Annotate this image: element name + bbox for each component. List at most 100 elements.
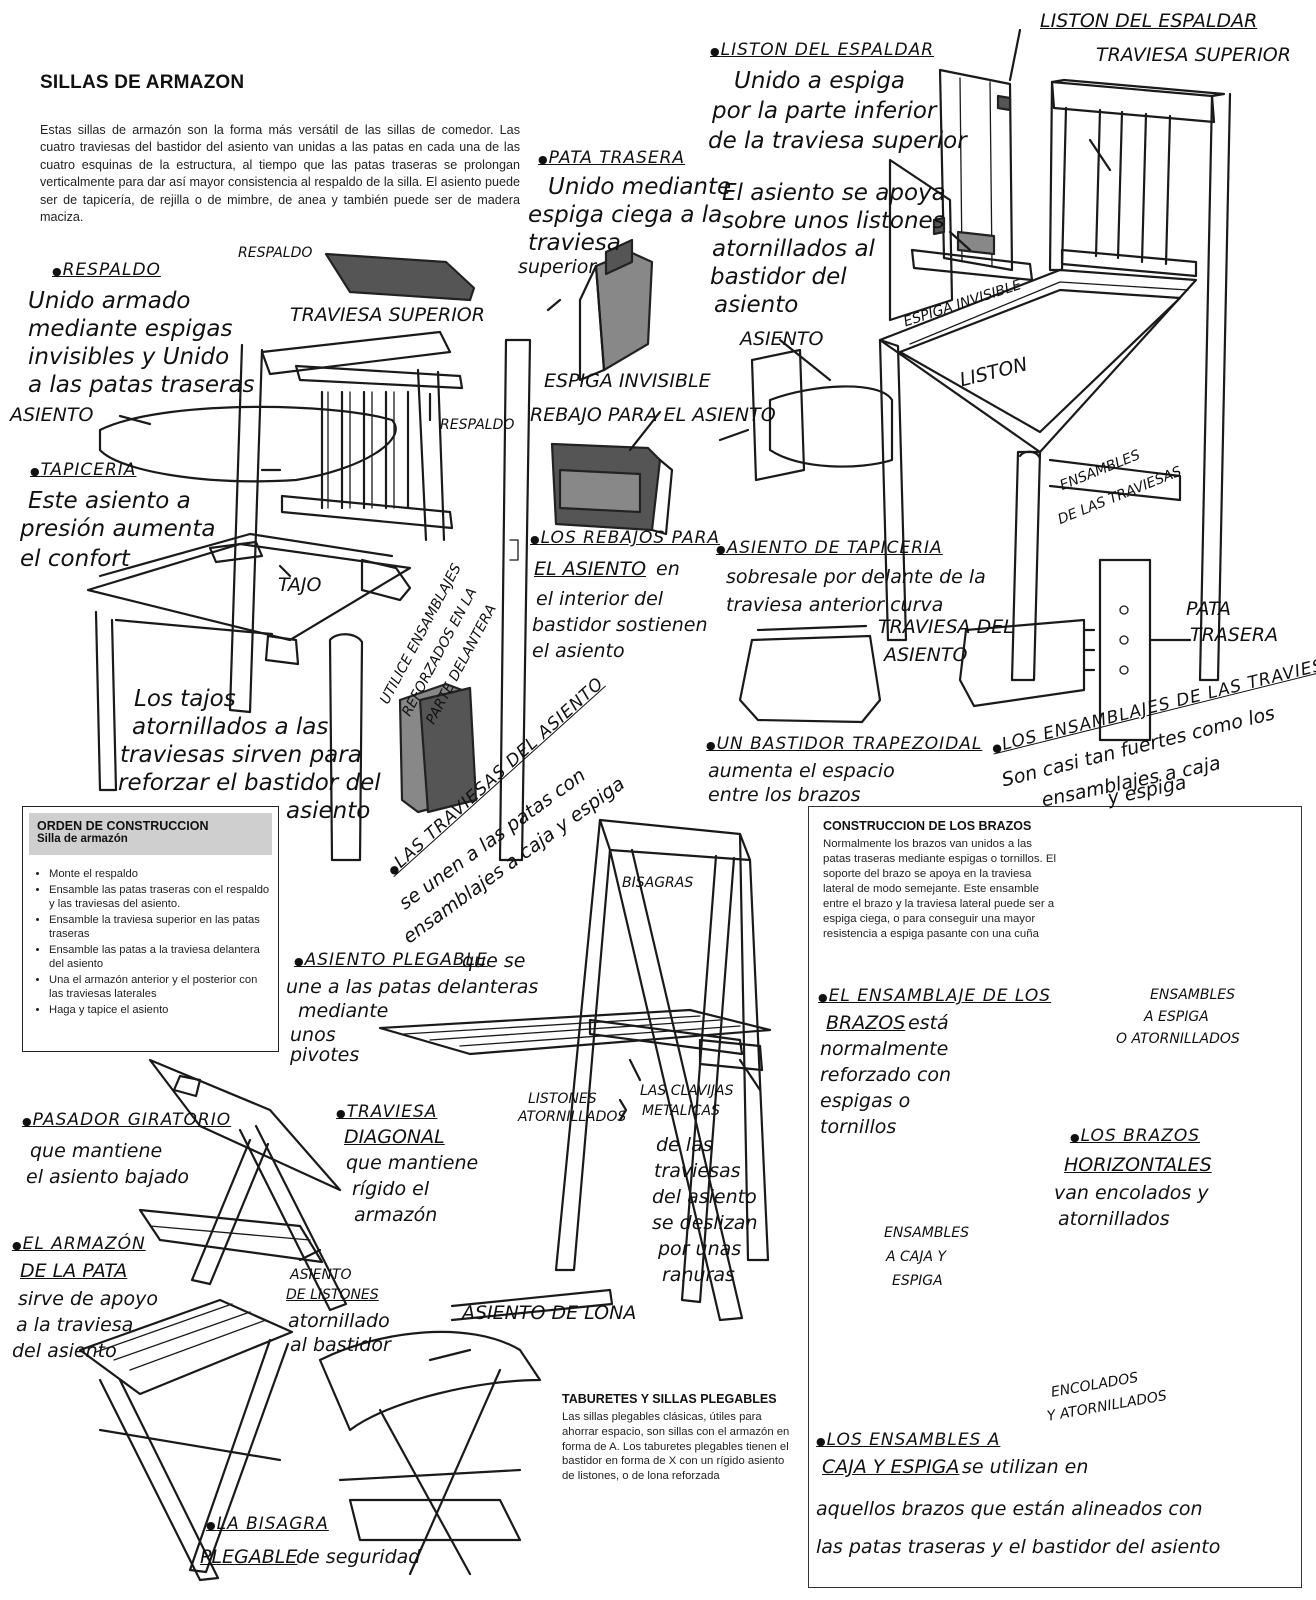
label-ensambles-caja-line1: ENSAMBLES [884,1225,969,1241]
label-listones-line2: al bastidor [290,1334,391,1356]
label-bisagra-heading: LA BISAGRA [206,1515,329,1533]
label-traviesa-superior: TRAVIESA SUPERIOR [290,304,485,326]
label-asiento-plegable-heading: ASIENTO PLEGABLE [294,951,488,969]
label-pata-trasera2-line1: PATA [1186,598,1231,620]
label-diagonal-line2: rígido el [352,1178,430,1200]
label-tapiceria-line2: presión aumenta [20,516,216,542]
label-pasador-line2: el asiento bajado [26,1166,189,1188]
label-bisagra-line2: de seguridad [296,1546,421,1568]
label-rebajos-en: en [656,558,680,580]
label-armazon-line3: del asiento [12,1340,117,1362]
intro-paragraph: Estas sillas de armazón son la forma más… [40,123,520,225]
label-tajo: TAJO [278,574,322,596]
label-rebajos-heading2: EL ASIENTO [534,558,647,580]
label-asiento2: ASIENTO [740,328,824,350]
label-asiento-plegable-line2: une a las patas delanteras [286,976,539,998]
label-ensambles-espiga-line1: ENSAMBLES [1150,987,1235,1003]
label-bisagras: BISAGRAS [622,875,694,891]
label-asiento-plegable-line5: pivotes [290,1044,360,1066]
label-liston-espaldar-line3: de la traviesa superior [708,128,967,154]
label-caja-espiga-heading: LOS ENSAMBLES A [816,1431,1000,1449]
label-bastidor-line1: aumenta el espacio [708,760,895,782]
arm-construction-box: CONSTRUCCION DE LOS BRAZOS Normalmente l… [808,806,1302,1588]
label-caja-espiga-line3: las patas traseras y el bastidor del asi… [816,1536,1221,1558]
label-armazon-line1: sirve de apoyo [18,1288,158,1310]
label-respaldo-small: RESPALDO [238,245,313,261]
label-armazon-line2: a la traviesa [16,1314,134,1336]
label-apoya-line5: asiento [714,292,799,318]
label-tajos-line2: atornillados a las [132,714,329,740]
order-step: Una el armazón anterior y el posterior c… [49,973,270,1002]
label-espiga-invisible: ESPIGA INVISIBLE [544,370,711,392]
label-caja-espiga-line2: aquellos brazos que están alineados con [816,1498,1203,1520]
label-clavijas-line5: del asiento [652,1186,757,1208]
label-clavijas-line4: traviesas [654,1160,741,1182]
label-clavijas-line6: se deslizan [652,1212,758,1234]
label-rebajos-heading: LOS REBAJOS PARA [530,529,720,547]
label-asiento-tap-line2: traviesa anterior curva [726,594,944,616]
label-listones-heading: ASIENTO [290,1267,352,1283]
label-asiento-plegable-line4: unos [290,1024,336,1046]
label-ensambles-espiga-line2: A ESPIGA [1144,1009,1209,1025]
label-bastidor-heading: UN BASTIDOR TRAPEZOIDAL [706,735,982,753]
label-brazos-horiz-line2: atornillados [1058,1208,1170,1230]
label-armazon-heading: EL ARMAZÓN [12,1235,146,1253]
label-ensamblaje-brazos-line5: espigas o [820,1090,911,1112]
label-asiento-tap-heading: ASIENTO DE TAPICERIA [716,539,943,557]
label-pata-trasera-heading: PATA TRASERA [538,149,685,167]
label-asiento-tap-line1: sobresale por delante de la [726,566,986,588]
order-title: ORDEN DE CONSTRUCCION [37,819,209,833]
label-bisagra-line1: PLEGABLE [200,1546,298,1568]
label-diagonal-heading: TRAVIESA [336,1103,437,1121]
label-pata-trasera-line1: Unido mediante [548,174,732,200]
label-asiento-plegable-line1: que se [462,950,526,972]
label-rebajos-line2: el interior del [536,588,664,610]
label-ensamblaje-brazos-line1: BRAZOS [826,1012,906,1034]
label-clavijas-line8: ranuras [662,1264,735,1286]
label-liston-espaldar-heading: LISTON DEL ESPALDAR [710,41,934,59]
label-rebajos-line4: el asiento [532,640,625,662]
order-step: Ensamble la traviesa superior en las pat… [49,913,270,942]
label-pasador-heading: PASADOR GIRATORIO [22,1111,231,1129]
label-respaldo-line3: invisibles y Unido [28,344,230,370]
label-apoya-line3: atornillados al [712,236,875,262]
label-tapiceria-heading: TAPICERIA [30,461,136,479]
label-ensambles-caja-line2: A CAJA Y [886,1249,947,1265]
label-brazos-horiz-heading2: HORIZONTALES [1064,1154,1212,1176]
order-step: Ensamble las patas traseras con el respa… [49,883,270,912]
label-apoya-line4: bastidor del [710,264,847,290]
order-step: Haga y tapice el asiento [49,1003,270,1018]
label-traviesa-asiento-line1: TRAVIESA DEL [878,616,1014,638]
label-listones-atorn-line2: ATORNILLADOS [518,1109,627,1125]
label-ensambles-caja-line3: ESPIGA [892,1273,943,1289]
frame-chair-assembled-drawing [738,78,1232,742]
folding-stool-drawing [78,1058,348,1582]
label-brazos-horiz-heading: LOS BRAZOS [1070,1127,1200,1145]
label-respaldo-line1: Unido armado [28,288,191,314]
label-ensambles-espiga-line3: O ATORNILLADOS [1116,1031,1240,1047]
arm-construction-text: Normalmente los brazos van unidos a las … [823,838,1056,940]
label-asiento-plegable-line3: mediante [298,1000,389,1022]
frame-chair-exploded-drawing [86,252,532,862]
label-rebajo: REBAJO PARA EL ASIENTO [530,404,776,426]
label-brazos-horiz-line1: van encolados y [1054,1182,1209,1204]
label-respaldo-side: RESPALDO [440,417,515,433]
label-listones-heading2: DE LISTONES [286,1287,379,1303]
label-clavijas-line7: por unas [658,1238,742,1260]
label-listones-line1: atornillado [288,1310,390,1332]
label-pata-trasera-line2: espiga ciega a la [528,202,723,228]
label-diagonal-line3: armazón [354,1204,438,1226]
label-lona: ASIENTO DE LONA [462,1302,637,1324]
folding-stools-title: TABURETES Y SILLAS PLEGABLES [562,1392,777,1406]
label-bastidor-line2: entre los brazos [708,784,861,806]
label-clavijas-line2: METALICAS [642,1103,720,1119]
label-pata-trasera-line3: traviesa [528,230,621,256]
order-header: ORDEN DE CONSTRUCCION Silla de armazón [29,813,272,855]
label-ensamblaje-brazos-line6: tornillos [820,1116,897,1138]
label-clavijas-line3: de las [656,1134,713,1156]
label-armazon-heading2: DE LA PATA [20,1260,128,1282]
label-clavijas-line1: LAS CLAVIJAS [640,1083,734,1099]
page-title: SILLAS DE ARMAZON [40,72,245,93]
label-ensamblaje-brazos-line2: está [908,1012,949,1034]
label-tajos-line4: reforzar el bastidor del [118,770,381,796]
